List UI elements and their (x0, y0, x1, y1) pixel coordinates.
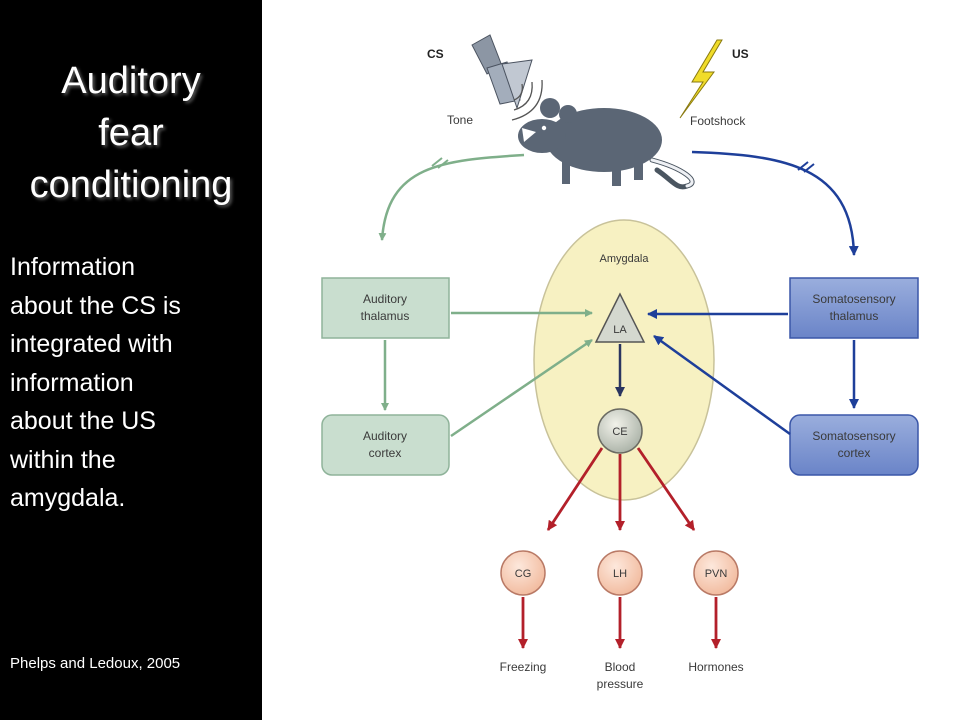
lh-node (597, 550, 643, 596)
fear-circuit-diagram: Amygdala CS Tone US Footshock Auditory t… (321, 34, 919, 691)
somatosensory-thalamus-line2: thalamus (830, 309, 879, 323)
slide-body-text: Information about the CS is integrated w… (10, 253, 181, 512)
blood-pressure-line2: pressure (597, 677, 644, 691)
cs-label: CS (427, 47, 444, 61)
speaker-icon (471, 34, 543, 121)
somatosensory-cortex-line2: cortex (838, 446, 871, 460)
cg-node (500, 550, 546, 596)
somatosensory-cortex-box (789, 414, 919, 476)
auditory-cortex-box (321, 414, 450, 476)
lh-label: LH (613, 568, 627, 580)
svg-text:Auditory: Auditory (363, 292, 407, 306)
left-panel: Auditory fear conditioning Information a… (0, 0, 262, 720)
svg-text:Auditory: Auditory (363, 429, 407, 443)
lightning-icon (679, 39, 723, 119)
svg-text:Somatosensory: Somatosensory (812, 292, 895, 306)
somatosensory-cortex-line1: Somatosensory (812, 429, 895, 443)
freezing-label: Freezing (500, 660, 547, 674)
slide-title: Auditory fear conditioning (29, 60, 233, 206)
blood-pressure-line1: Blood (605, 660, 636, 674)
auditory-cortex-line1: Auditory (363, 429, 407, 443)
la-label: LA (613, 324, 627, 336)
auditory-cortex-line2: cortex (369, 446, 402, 460)
amygdala-label: Amygdala (600, 253, 650, 265)
svg-text:thalamus: thalamus (830, 309, 879, 323)
us-label: US (732, 47, 749, 61)
ce-label: CE (612, 426, 627, 438)
ce-node (597, 408, 643, 454)
svg-text:cortex: cortex (838, 446, 871, 460)
amygdala-oval (533, 219, 715, 501)
hormones-label: Hormones (688, 660, 743, 674)
rat-icon (518, 98, 695, 190)
svg-text:thalamus: thalamus (361, 309, 410, 323)
svg-text:Somatosensory: Somatosensory (812, 429, 895, 443)
cg-label: CG (515, 568, 532, 580)
somatosensory-thalamus-box (789, 277, 919, 339)
pvn-label: PVN (705, 568, 728, 580)
footshock-label: Footshock (690, 114, 746, 128)
auditory-thalamus-line2: thalamus (361, 309, 410, 323)
la-node (594, 292, 646, 343)
somatosensory-thalamus-line1: Somatosensory (812, 292, 895, 306)
citation: Phelps and Ledoux, 2005 (10, 655, 181, 672)
auditory-thalamus-box (321, 277, 450, 339)
svg-text:cortex: cortex (369, 446, 402, 460)
auditory-thalamus-line1: Auditory (363, 292, 407, 306)
tone-label: Tone (447, 113, 473, 127)
pvn-node (693, 550, 739, 596)
